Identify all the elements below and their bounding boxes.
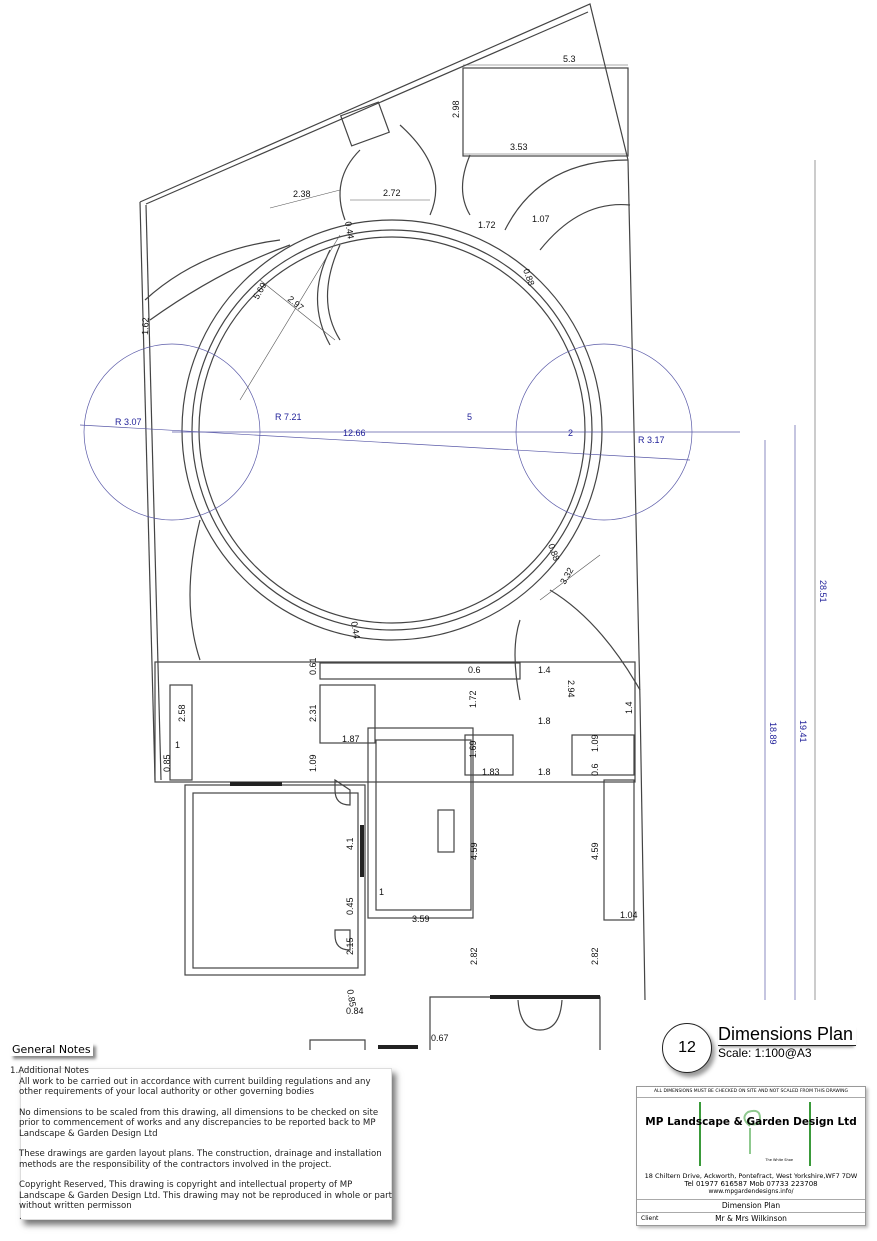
notes-heading: 1.Additional Notes: [10, 1066, 89, 1076]
dim-label: 1.69: [468, 740, 478, 758]
dim-label: 1.62: [140, 317, 151, 335]
dim-label: 18.89: [768, 722, 778, 745]
dim-label: 0.88: [546, 542, 561, 562]
dim-label: 0.45: [345, 897, 355, 915]
note-paragraph: All work to be carried out in accordance…: [19, 1076, 371, 1098]
client-name: Mr & Mrs Wilkinson: [715, 1214, 787, 1223]
general-notes: 1.Additional Notes All work to be carrie…: [10, 1066, 392, 1232]
dim-label: 1.72: [478, 220, 496, 230]
dim-label: R 3.07: [115, 417, 142, 427]
sheet-number: 12: [662, 1023, 712, 1073]
title-block: ALL DIMENSIONS MUST BE CHECKED ON SITE A…: [636, 1086, 866, 1226]
dim-label: 4.59: [590, 842, 600, 860]
dim-label: 0.85: [162, 754, 172, 772]
dimension-lines: [79, 64, 816, 1000]
note-paragraph: No dimensions to be scaled from this dra…: [19, 1107, 379, 1139]
dim-label: R 3.17: [638, 435, 665, 445]
dim-label: 1.07: [532, 214, 550, 224]
company-name: MP Landscape & Garden Design Ltd: [645, 1116, 857, 1128]
dim-label: 1.09: [308, 754, 318, 772]
dim-label: 19.41: [798, 720, 808, 743]
dim-label: 3.53: [510, 142, 528, 152]
dim-label: 2.72: [383, 188, 401, 198]
site-boundary: [139, 3, 646, 1001]
dim-label: 0.67: [431, 1033, 449, 1043]
patio-and-house: [154, 661, 636, 1050]
dim-label: 2.82: [590, 947, 600, 965]
drawing-name: Dimension Plan: [637, 1200, 865, 1213]
dim-label: 2.38: [293, 189, 311, 199]
tagline: The White Shoe: [765, 1158, 793, 1162]
dim-label: 2.82: [469, 947, 479, 965]
dim-label: 1: [379, 887, 384, 897]
dim-label: 5: [467, 412, 472, 422]
client-label: Client: [641, 1215, 659, 1222]
dim-label: 4.59: [469, 842, 479, 860]
plan-title: Dimensions Plan: [718, 1024, 856, 1046]
logo-line: [809, 1102, 811, 1166]
dim-label: 2.15: [345, 937, 355, 955]
dim-label: 3.32: [558, 566, 575, 586]
dim-label: 0.61: [308, 657, 318, 675]
dim-label: 28.51: [818, 580, 828, 603]
client-row: Client Mr & Mrs Wilkinson: [637, 1213, 865, 1225]
dim-label: 0.6: [468, 665, 481, 675]
dim-label: 1.09: [590, 734, 600, 752]
dim-label: 3.59: [412, 914, 430, 924]
company-logo: MP Landscape & Garden Design Ltd The Whi…: [637, 1098, 865, 1172]
notes-box: [20, 1068, 392, 1220]
dim-label: 0.44: [343, 221, 356, 240]
central-lawn-circle: [181, 219, 603, 641]
dim-label: 0.44: [349, 621, 362, 640]
dim-label: 1.4: [624, 701, 634, 714]
paths-and-beds: [144, 67, 641, 701]
dim-label: 0.88: [521, 267, 536, 287]
scale-warning: ALL DIMENSIONS MUST BE CHECKED ON SITE A…: [637, 1087, 865, 1098]
dimension-labels: 5.3 2.98 3.53 2.38 2.72 0.44 1.72 1.07 0…: [115, 54, 828, 1043]
phone: Tel 01977 616587 Mob 07733 223708: [684, 1180, 818, 1188]
dim-label: 1.4: [538, 665, 551, 675]
note-paragraph: Copyright Reserved, This drawing is copy…: [19, 1180, 393, 1222]
rose-icon: [743, 1109, 762, 1154]
company-contact: 18 Chiltern Drive, Ackworth, Pontefract,…: [637, 1172, 865, 1200]
dim-label: 1.04: [620, 910, 638, 920]
note-paragraph: These drawings are garden layout plans. …: [19, 1149, 382, 1170]
dim-label: 1.8: [538, 767, 551, 777]
dim-label: 1.83: [482, 767, 500, 777]
website: www.mpgardendesigns.info/: [708, 1188, 794, 1195]
general-notes-title: General Notes: [12, 1043, 91, 1056]
dim-label: 12.66: [343, 428, 366, 438]
dim-label: 1: [175, 740, 180, 750]
dim-label: 1.8: [538, 716, 551, 726]
dim-label: 4.1: [345, 837, 355, 850]
address: 18 Chiltern Drive, Ackworth, Pontefract,…: [644, 1172, 858, 1180]
dim-label: 0.85: [345, 989, 358, 1008]
dim-label: 2.31: [308, 704, 318, 722]
dim-label: 2.58: [177, 704, 187, 722]
dim-label: 2.98: [451, 100, 461, 118]
dim-label: 5.3: [563, 54, 576, 64]
logo-line: [699, 1102, 701, 1166]
dim-label: 0.6: [590, 763, 600, 776]
dim-label: 2: [568, 428, 573, 438]
dim-label: 0.84: [346, 1006, 364, 1016]
plan-scale: Scale: 1:100@A3: [718, 1046, 812, 1060]
dim-label: R 7.21: [275, 412, 302, 422]
dim-label: 1.72: [468, 690, 478, 708]
dim-label: 2.94: [566, 680, 576, 698]
dim-label: 1.87: [342, 734, 360, 744]
